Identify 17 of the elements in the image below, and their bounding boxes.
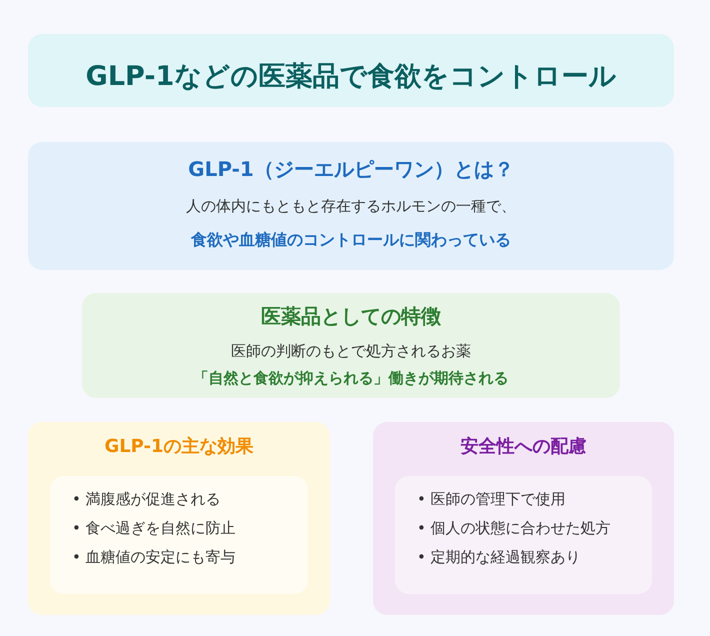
bullet-item: • 個人の状態に合わせた処方 bbox=[417, 519, 612, 538]
title-text: GLP-1などの医薬品で食欲をコントロール bbox=[84, 60, 618, 94]
bullet-item: • 満腹感が促進される bbox=[72, 490, 222, 509]
heading: 安全性への配慮 bbox=[460, 435, 588, 458]
highlight-text: 「自然と食欲が抑えられる」働きが期待される bbox=[192, 369, 510, 388]
bullet-item: • 医師の管理下で使用 bbox=[417, 490, 567, 509]
description-text: 人の体内にもともと存在するホルモンの一種で、 bbox=[185, 197, 517, 216]
heading: 医薬品としての特徴 bbox=[260, 303, 442, 330]
title-banner bbox=[28, 34, 674, 107]
heading: GLP-1の主な効果 bbox=[103, 435, 255, 458]
bullet-item: • 血糖値の安定にも寄与 bbox=[72, 548, 237, 567]
description-text: 医師の判断のもとで処方されるお薬 bbox=[230, 342, 472, 361]
bullet-item: • 定期的な経過観察あり bbox=[417, 548, 582, 567]
heading: GLP-1（ジーエルピーワン）とは？ bbox=[187, 156, 515, 183]
highlight-text: 食欲や血糖値のコントロールに関わっている bbox=[190, 230, 512, 251]
info-card bbox=[28, 422, 330, 615]
bullet-item: • 食べ過ぎを自然に防止 bbox=[72, 519, 237, 538]
